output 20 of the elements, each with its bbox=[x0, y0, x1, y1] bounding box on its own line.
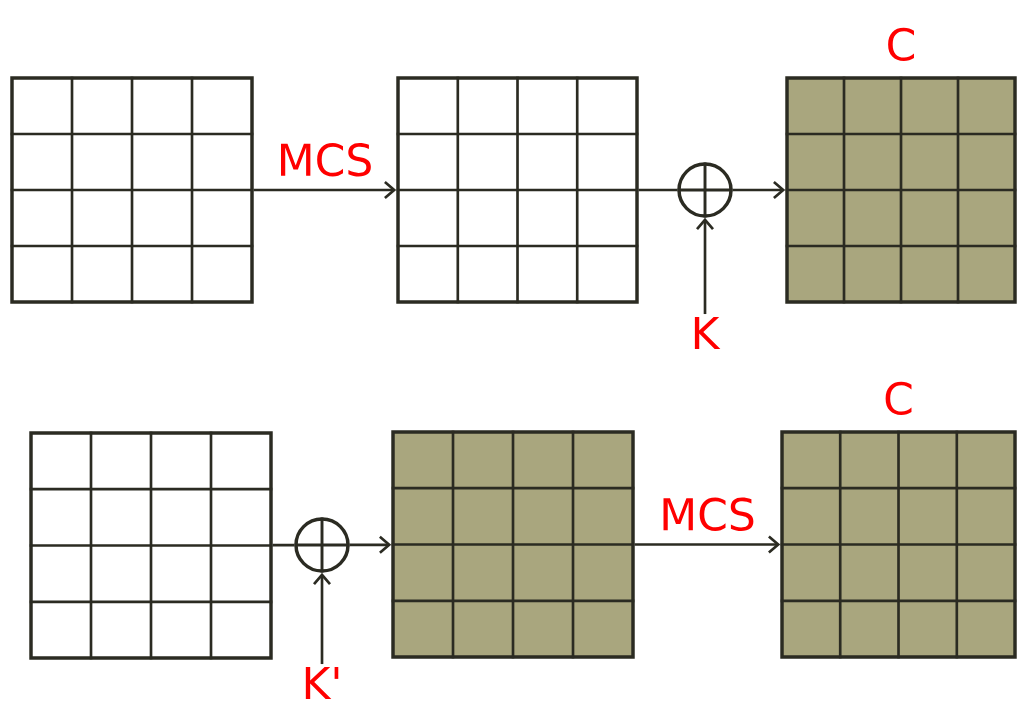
arrow bbox=[313, 572, 331, 665]
node-label: C bbox=[885, 381, 912, 416]
xor-symbol bbox=[294, 517, 350, 573]
arrow bbox=[732, 181, 786, 199]
key-label: K bbox=[694, 316, 721, 350]
key-label: K' bbox=[305, 666, 339, 700]
arrow bbox=[349, 535, 392, 554]
xor-symbol bbox=[677, 162, 733, 218]
grid-box bbox=[396, 76, 639, 304]
grid-box: C bbox=[785, 27, 1017, 304]
grid-box bbox=[10, 76, 254, 304]
arrow bbox=[696, 217, 715, 315]
edge-label: MCS bbox=[274, 140, 376, 180]
grid-box: C bbox=[780, 381, 1017, 659]
edge-label: MCS bbox=[656, 494, 759, 534]
node-label: C bbox=[888, 27, 914, 62]
grid-box bbox=[29, 431, 273, 660]
arrow bbox=[634, 535, 781, 554]
arrow bbox=[253, 181, 397, 199]
grid-box bbox=[391, 430, 635, 659]
